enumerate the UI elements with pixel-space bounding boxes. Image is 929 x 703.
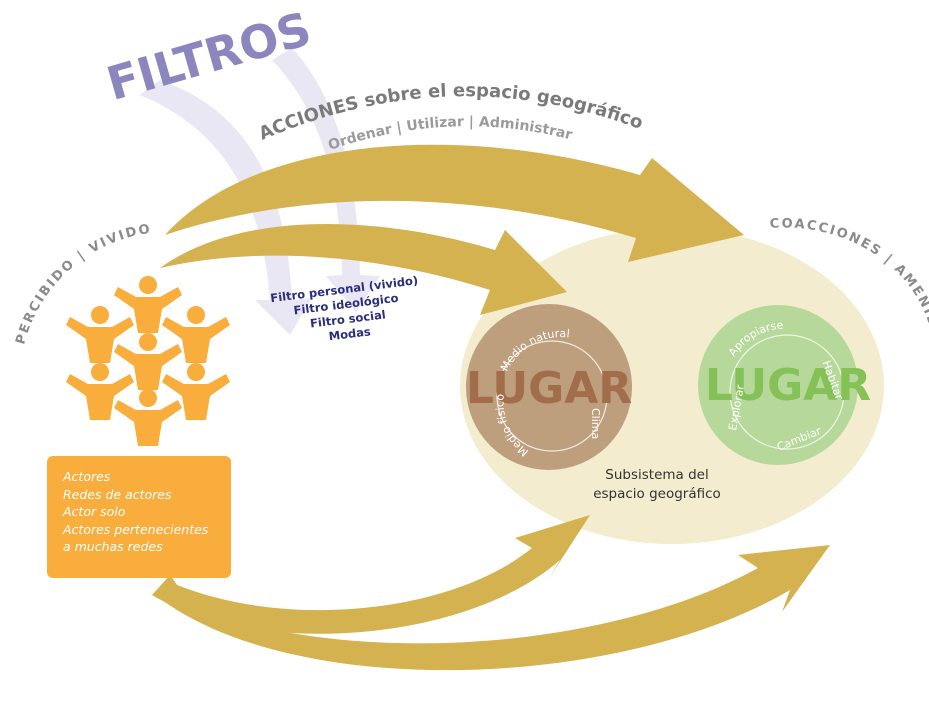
actors-item: Actores — [63, 469, 111, 484]
acciones-arrows — [160, 144, 744, 315]
person-icon — [162, 363, 230, 420]
person-icon — [114, 389, 182, 446]
lugar-left: LUGAR Medio natural Clima Medio físico — [466, 304, 632, 470]
actors-item: Redes de actores — [63, 486, 172, 502]
subsystem-label: Subsistema del espacio geográfico — [577, 466, 737, 504]
lugar-right-label: LUGAR — [705, 360, 871, 411]
lower-arrow-tail — [152, 575, 188, 600]
lower-arrow-outer — [162, 545, 830, 671]
upper-arrow-outer — [165, 144, 744, 262]
lugar-left-ring — [496, 340, 608, 452]
actors-item: Actor solo — [63, 504, 126, 519]
person-icon — [66, 306, 134, 363]
lower-arrow-inner — [152, 515, 590, 634]
subsystem-line: Subsistema del — [605, 467, 709, 483]
person-icon — [114, 333, 182, 390]
lugar-right: LUGAR Apropiarse Habitar Cambiar Explora… — [698, 305, 871, 465]
upper-arrow-inner — [160, 223, 567, 315]
actors-item: a muchas redes — [63, 539, 163, 554]
actors-item: Actores pertenecientes — [63, 521, 209, 537]
actors-box: Actores Redes de actores Actor solo Acto… — [47, 456, 231, 578]
actors-people-icons — [66, 276, 230, 446]
person-icon — [66, 363, 134, 420]
person-icon — [114, 276, 182, 333]
lugar-left-label: LUGAR — [466, 363, 632, 414]
lugar-right-circle — [698, 305, 858, 465]
lugar-right-ring — [729, 334, 845, 450]
person-icon — [162, 306, 230, 363]
filtros-title: FILTROS — [101, 1, 317, 111]
ring-text-clima: Clima — [589, 408, 602, 439]
feedback-arrows — [152, 515, 830, 671]
subsystem-line: espacio geográfico — [593, 486, 721, 502]
